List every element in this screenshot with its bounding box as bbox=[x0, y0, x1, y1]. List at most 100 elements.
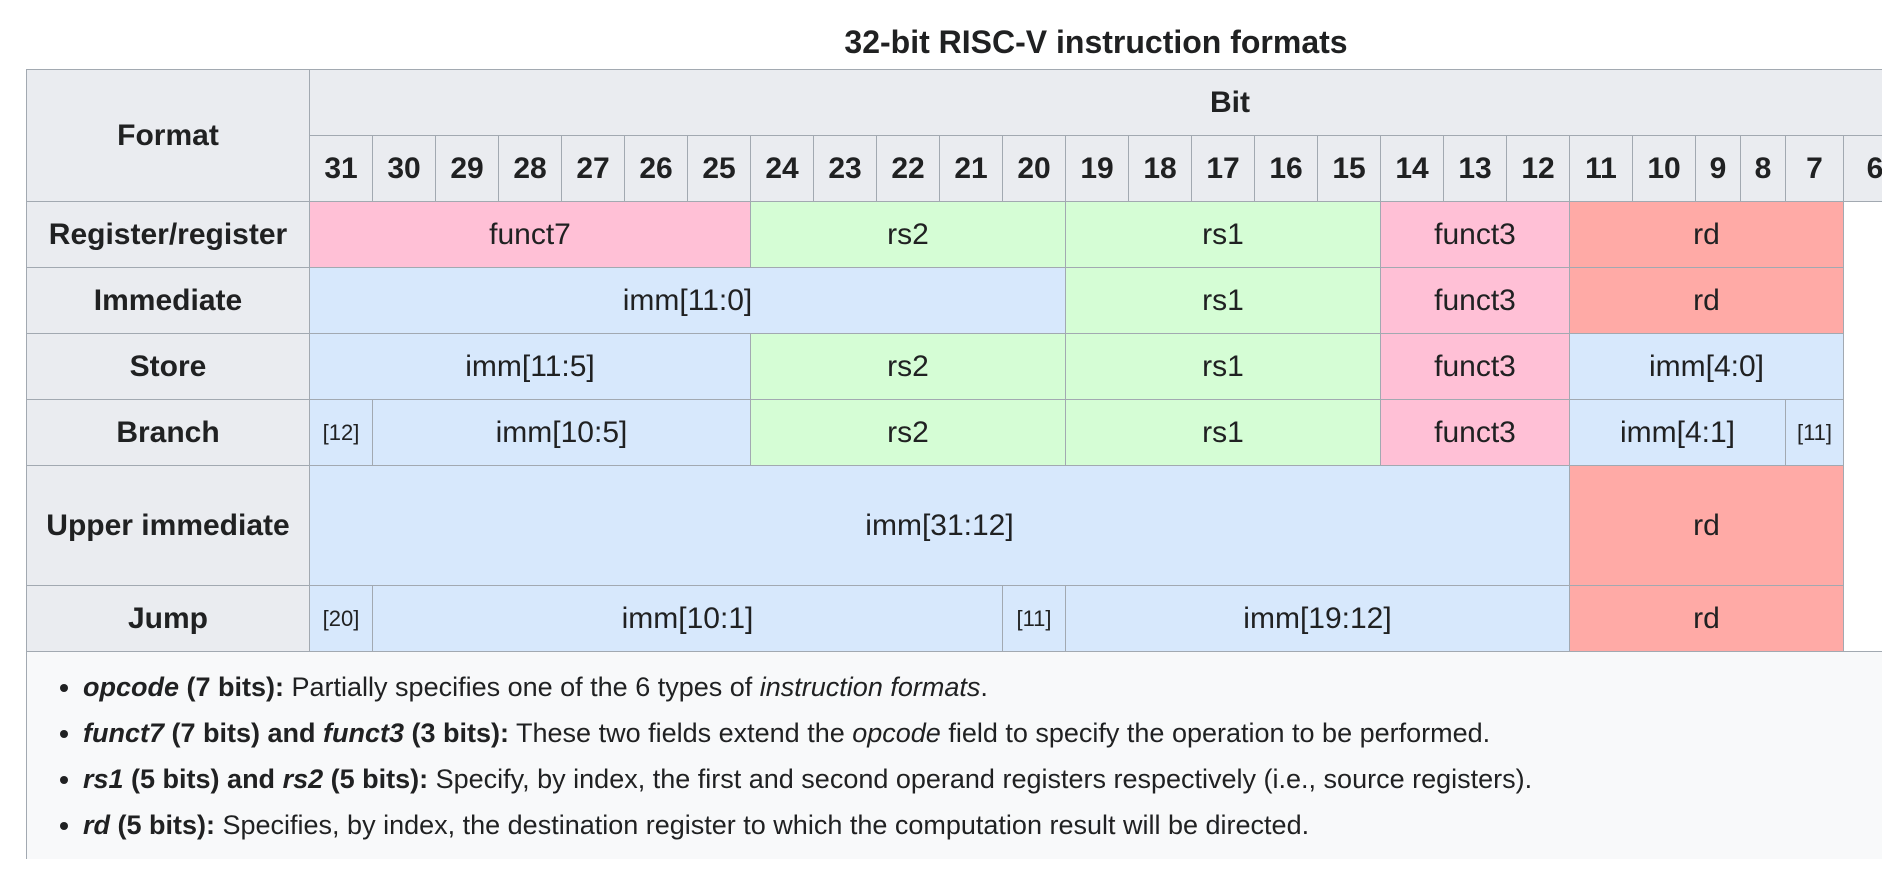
field-imm-4-0: imm[4:0] bbox=[1569, 333, 1844, 400]
field-rd: rd bbox=[1569, 585, 1844, 652]
bit-column-header: Bit bbox=[309, 69, 1882, 136]
field-imm-11-0: imm[11:0] bbox=[309, 267, 1066, 334]
bit-number-12: 12 bbox=[1506, 135, 1570, 202]
field-imm-10-1: imm[10:1] bbox=[372, 585, 1003, 652]
field-imm-4-1: imm[4:1] bbox=[1569, 399, 1786, 466]
bit-number-6: 6 bbox=[1843, 135, 1882, 202]
format-column-header: Format bbox=[26, 69, 310, 202]
format-name: Jump bbox=[26, 585, 310, 652]
bit-number-21: 21 bbox=[939, 135, 1003, 202]
note-text: These two fields extend the bbox=[509, 718, 853, 748]
bit-number-10: 10 bbox=[1632, 135, 1696, 202]
field-rd: rd bbox=[1569, 267, 1844, 334]
note-text: (5 bits) and bbox=[123, 764, 283, 794]
bit-number-24: 24 bbox=[750, 135, 814, 202]
bit-number-8: 8 bbox=[1740, 135, 1786, 202]
bit-number-13: 13 bbox=[1443, 135, 1507, 202]
field-rs1: rs1 bbox=[1065, 201, 1381, 268]
note-text: funct7 bbox=[83, 718, 164, 748]
field-imm-31-12: imm[31:12] bbox=[309, 465, 1570, 586]
note-text: rd bbox=[83, 810, 110, 840]
bit-number-11: 11 bbox=[1569, 135, 1633, 202]
bit-number-18: 18 bbox=[1128, 135, 1192, 202]
field-rd: rd bbox=[1569, 201, 1844, 268]
bit-number-9: 9 bbox=[1695, 135, 1741, 202]
bit-number-19: 19 bbox=[1065, 135, 1129, 202]
bit-number-15: 15 bbox=[1317, 135, 1381, 202]
field-rs2: rs2 bbox=[750, 201, 1066, 268]
field-imm-19-12: imm[19:12] bbox=[1065, 585, 1570, 652]
field-funct3: funct3 bbox=[1380, 267, 1570, 334]
format-name: Immediate bbox=[26, 267, 310, 334]
field-notes: opcode (7 bits): Partially specifies one… bbox=[26, 651, 1882, 859]
bit-header-label: Bit bbox=[1210, 85, 1250, 119]
note-text: (5 bits): bbox=[110, 810, 216, 840]
note-text: rs2 bbox=[282, 764, 324, 794]
field-rs1: rs1 bbox=[1065, 267, 1381, 334]
note-text: (7 bits): bbox=[179, 672, 285, 702]
field-imm-10-5: imm[10:5] bbox=[372, 399, 751, 466]
bit-number-17: 17 bbox=[1191, 135, 1255, 202]
field-rs1: rs1 bbox=[1065, 399, 1381, 466]
table-row: Jump[20]imm[10:1][11]imm[19:12]rd bbox=[26, 585, 1882, 652]
note-text: instruction formats bbox=[759, 672, 981, 702]
bit-number-30: 30 bbox=[372, 135, 436, 202]
list-item: rs1 (5 bits) and rs2 (5 bits): Specify, … bbox=[83, 756, 1863, 802]
field-12: [12] bbox=[309, 399, 373, 466]
note-text: (7 bits) and bbox=[164, 718, 324, 748]
bit-number-29: 29 bbox=[435, 135, 499, 202]
bit-number-23: 23 bbox=[813, 135, 877, 202]
note-text: opcode bbox=[852, 718, 941, 748]
note-text: . bbox=[980, 672, 988, 702]
field-rs1: rs1 bbox=[1065, 333, 1381, 400]
field-11: [11] bbox=[1785, 399, 1844, 466]
format-name: Upper immediate bbox=[26, 465, 310, 586]
format-name: Branch bbox=[26, 399, 310, 466]
format-name: Register/register bbox=[26, 201, 310, 268]
field-funct3: funct3 bbox=[1380, 201, 1570, 268]
table-caption: 32-bit RISC-V instruction formats bbox=[844, 24, 1348, 60]
note-text: (5 bits): bbox=[323, 764, 429, 794]
bit-number-28: 28 bbox=[498, 135, 562, 202]
field-funct3: funct3 bbox=[1380, 333, 1570, 400]
field-imm-11-5: imm[11:5] bbox=[309, 333, 751, 400]
note-text: field to specify the operation to be per… bbox=[940, 718, 1491, 748]
field-20: [20] bbox=[309, 585, 373, 652]
note-text: (3 bits): bbox=[404, 718, 510, 748]
list-item: rd (5 bits): Specifies, by index, the de… bbox=[83, 802, 1863, 848]
note-text: funct3 bbox=[323, 718, 405, 748]
field-11: [11] bbox=[1002, 585, 1066, 652]
field-funct3: funct3 bbox=[1380, 399, 1570, 466]
note-text: opcode bbox=[83, 672, 180, 702]
bit-number-27: 27 bbox=[561, 135, 625, 202]
list-item: opcode (7 bits): Partially specifies one… bbox=[83, 664, 1863, 710]
field-rs2: rs2 bbox=[750, 333, 1066, 400]
note-text: Specify, by index, the first and second … bbox=[428, 764, 1533, 794]
note-text: Partially specifies one of the 6 types o… bbox=[284, 672, 760, 702]
field-funct7: funct7 bbox=[309, 201, 751, 268]
field-notes-list: opcode (7 bits): Partially specifies one… bbox=[28, 664, 1864, 848]
list-item: funct7 (7 bits) and funct3 (3 bits): The… bbox=[83, 710, 1863, 756]
note-text: Specifies, by index, the destination reg… bbox=[215, 810, 1310, 840]
bit-number-26: 26 bbox=[624, 135, 688, 202]
bit-number-14: 14 bbox=[1380, 135, 1444, 202]
notes-row: opcode (7 bits): Partially specifies one… bbox=[26, 651, 1882, 859]
field-rs2: rs2 bbox=[750, 399, 1066, 466]
bit-number-16: 16 bbox=[1254, 135, 1318, 202]
format-name: Store bbox=[26, 333, 310, 400]
bit-number-7: 7 bbox=[1785, 135, 1844, 202]
bit-number-22: 22 bbox=[876, 135, 940, 202]
bit-number-31: 31 bbox=[309, 135, 373, 202]
bit-number-20: 20 bbox=[1002, 135, 1066, 202]
field-rd: rd bbox=[1569, 465, 1844, 586]
bit-number-25: 25 bbox=[687, 135, 751, 202]
note-text: rs1 bbox=[83, 764, 124, 794]
